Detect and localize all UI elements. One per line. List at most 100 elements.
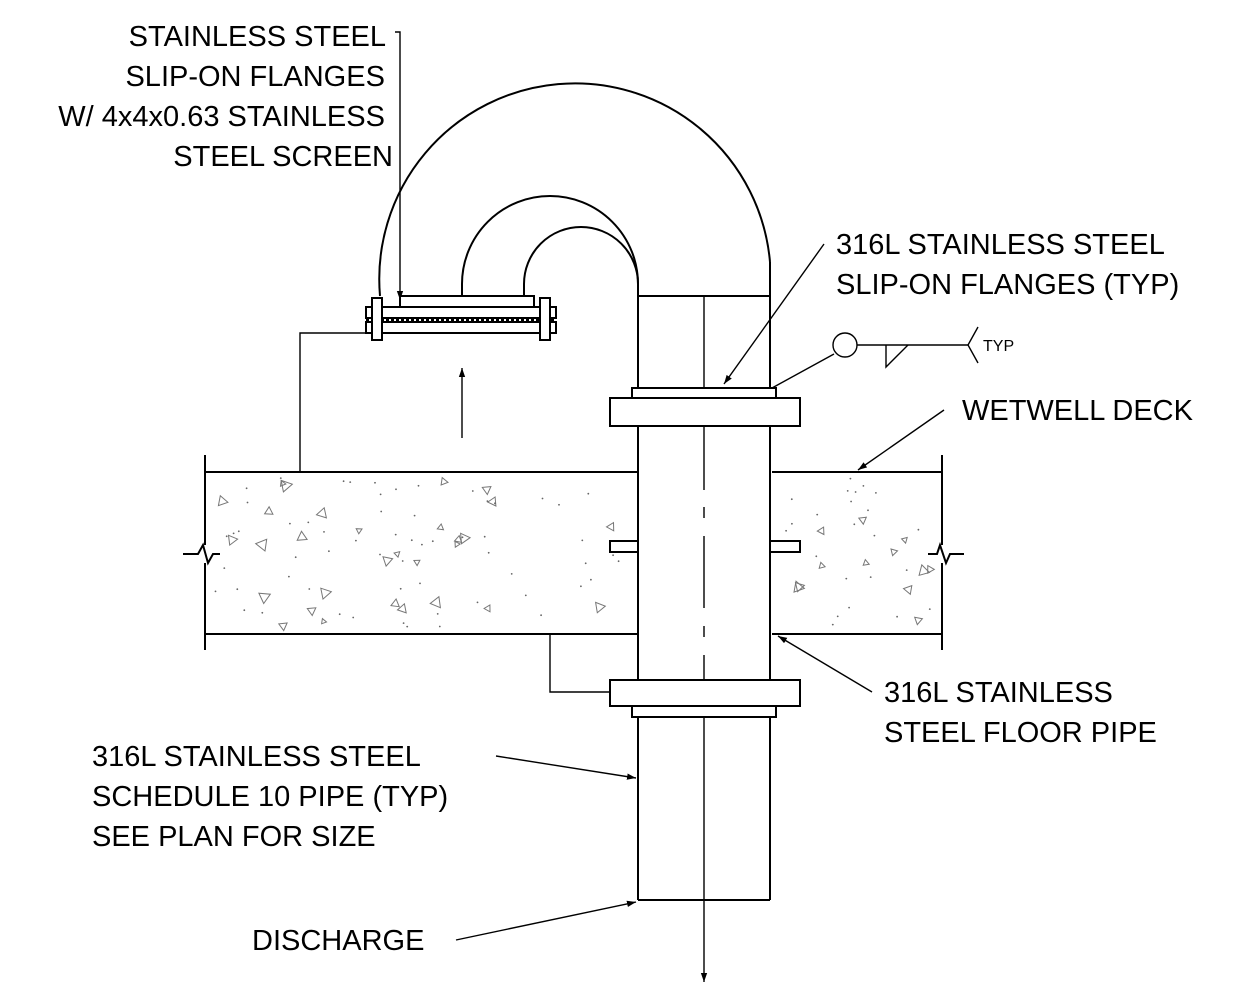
aggregate-dot bbox=[853, 523, 856, 526]
aggregate-stone bbox=[355, 528, 363, 535]
aggregate-dot bbox=[355, 539, 357, 542]
concrete-aggregate-hatch bbox=[214, 476, 936, 632]
leader-screen bbox=[395, 31, 404, 300]
aggregate-stone bbox=[918, 563, 931, 577]
aggregate-stone bbox=[320, 587, 333, 601]
screen-flange-assembly bbox=[365, 295, 557, 341]
aggregate-dot bbox=[873, 534, 876, 537]
aggregate-dot bbox=[236, 588, 239, 591]
return-bend bbox=[378, 82, 771, 297]
aggregate-dot bbox=[461, 536, 464, 539]
aggregate-dot bbox=[394, 533, 397, 536]
aggregate-stone bbox=[460, 532, 472, 545]
deck-slab-left bbox=[183, 455, 638, 650]
aggregate-stone bbox=[818, 561, 827, 570]
aggregate-stone bbox=[902, 584, 913, 596]
aggregate-stone bbox=[857, 516, 868, 526]
aggregate-stone bbox=[862, 558, 871, 566]
aggregate-dot bbox=[905, 569, 908, 571]
aggregate-dot bbox=[483, 535, 486, 538]
aggregate-dot bbox=[617, 560, 620, 563]
aggregate-stone bbox=[913, 616, 924, 626]
aggregate-dot bbox=[225, 535, 228, 538]
aggregate-stone bbox=[453, 534, 463, 544]
aggregate-dot bbox=[308, 588, 311, 590]
aggregate-dot bbox=[395, 488, 397, 491]
aggregate-stone bbox=[890, 548, 899, 557]
aggregate-dot bbox=[342, 480, 345, 483]
aggregate-dot bbox=[816, 513, 819, 516]
aggregate-stone bbox=[454, 540, 462, 549]
aggregate-dot bbox=[294, 556, 297, 559]
aggregate-dot bbox=[436, 613, 439, 615]
aggregate-stone bbox=[382, 556, 394, 568]
aggregate-stone bbox=[306, 607, 317, 617]
aggregate-dot bbox=[494, 502, 496, 505]
aggregate-stone bbox=[429, 595, 442, 609]
aggregate-dot bbox=[524, 594, 527, 597]
aggregate-stone bbox=[483, 604, 491, 613]
aggregate-dot bbox=[471, 490, 474, 492]
aggregate-dot bbox=[540, 614, 542, 617]
aggregate-stone bbox=[816, 526, 825, 536]
aggregate-dot bbox=[867, 509, 869, 512]
aggregate-dot bbox=[223, 567, 226, 569]
riser-pipe bbox=[609, 262, 801, 982]
aggregate-dot bbox=[846, 490, 849, 492]
aggregate-dot bbox=[869, 576, 872, 578]
aggregate-dot bbox=[431, 540, 434, 543]
aggregate-stone bbox=[217, 494, 229, 507]
aggregate-dot bbox=[791, 522, 793, 525]
aggregate-dot bbox=[246, 501, 249, 504]
aggregate-dot bbox=[419, 582, 421, 585]
aggregate-dot bbox=[328, 550, 330, 553]
aggregate-dot bbox=[476, 601, 479, 604]
aggregate-stone bbox=[594, 601, 607, 614]
aggregate-dot bbox=[421, 543, 423, 546]
aggregate-dot bbox=[237, 530, 240, 533]
aggregate-dot bbox=[245, 487, 248, 490]
aggregate-dot bbox=[928, 608, 931, 610]
aggregate-stone bbox=[436, 523, 445, 531]
riser-flange-upper bbox=[609, 387, 801, 427]
aggregate-dot bbox=[410, 539, 413, 542]
support-line-left bbox=[299, 332, 366, 472]
aggregate-dot bbox=[836, 615, 839, 618]
label-floor-pipe: 316L STAINLESS STEEL FLOOR PIPE bbox=[884, 677, 1157, 749]
aggregate-dot bbox=[790, 498, 793, 501]
aggregate-stone bbox=[486, 496, 497, 507]
aggregate-dot bbox=[862, 485, 865, 487]
aggregate-stone bbox=[254, 538, 268, 552]
aggregate-stone bbox=[227, 534, 239, 547]
label-discharge: DISCHARGE bbox=[252, 925, 424, 957]
aggregate-dot bbox=[896, 615, 898, 618]
aggregate-dot bbox=[379, 493, 382, 496]
leader-floor-pipe bbox=[777, 635, 873, 693]
aggregate-stone bbox=[279, 479, 287, 487]
aggregate-dot bbox=[374, 481, 376, 484]
aggregate-dot bbox=[261, 611, 264, 614]
aggregate-dot bbox=[214, 590, 217, 593]
aggregate-stone bbox=[258, 592, 272, 605]
aggregate-dot bbox=[413, 514, 416, 517]
aggregate-dot bbox=[323, 531, 325, 533]
aggregate-stone bbox=[413, 559, 421, 567]
aggregate-dot bbox=[831, 623, 834, 626]
leader-schedule-pipe bbox=[495, 755, 637, 780]
aggregate-dot bbox=[486, 500, 489, 502]
aggregate-dot bbox=[580, 585, 582, 588]
aggregate-stone bbox=[481, 486, 492, 496]
aggregate-dot bbox=[541, 497, 544, 500]
leader-deck bbox=[857, 409, 945, 471]
aggregate-stone bbox=[315, 506, 328, 519]
aggregate-dot bbox=[307, 521, 310, 524]
aggregate-dot bbox=[612, 554, 614, 557]
support-line-lower bbox=[549, 634, 610, 693]
aggregate-dot bbox=[848, 606, 850, 609]
aggregate-stone bbox=[927, 564, 936, 574]
aggregate-dot bbox=[510, 573, 513, 575]
aggregate-dot bbox=[352, 616, 355, 619]
aggregate-dot bbox=[487, 551, 490, 554]
